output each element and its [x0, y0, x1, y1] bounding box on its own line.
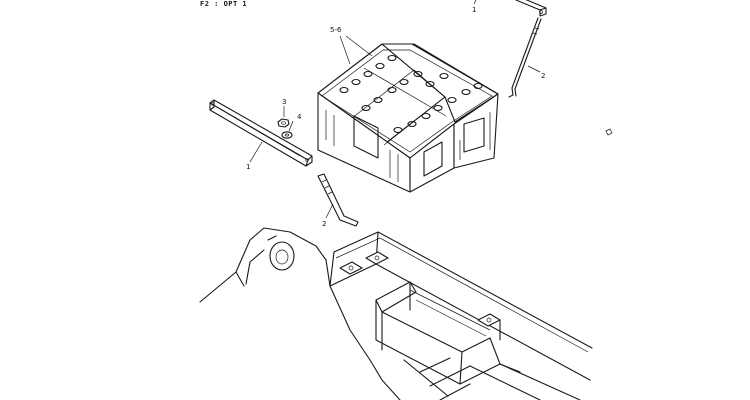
leader-bar-right [473, 0, 477, 5]
nut [277, 118, 290, 128]
leader-bar-left [249, 141, 263, 163]
washer [281, 131, 293, 139]
callout-bolt-left: 2 [322, 220, 327, 228]
leader-bolt-left [325, 203, 334, 219]
callout-nut: 3 [282, 98, 287, 106]
mount-pad-1 [339, 261, 363, 275]
callout-bar-right: 1 [472, 6, 477, 14]
leader-bolt-right [527, 65, 541, 73]
leader-washer [288, 120, 294, 132]
battery-label-left [353, 115, 379, 159]
callout-battery: 5-6 [330, 26, 342, 34]
battery-label-right [463, 117, 485, 153]
callout-washer: 4 [297, 113, 302, 121]
callout-bolt-right: 2 [541, 72, 546, 80]
j-bolt-right [508, 17, 542, 98]
reference-mark [605, 128, 613, 136]
battery-pair [317, 43, 499, 193]
leader-battery-a [339, 35, 351, 65]
hold-down-bar-right [515, 0, 547, 17]
callout-bar-left: 1 [246, 163, 251, 171]
machine-frame [199, 227, 593, 400]
terminal-caps [339, 54, 483, 134]
mount-pad-2 [365, 251, 389, 265]
leader-battery-b [345, 35, 373, 57]
option-code-label: F2 : OPT 1 [200, 0, 248, 8]
hold-down-bar-left [209, 99, 313, 167]
mount-pad-3 [477, 313, 501, 327]
battery-label-mid [423, 141, 443, 177]
j-bolt-left [317, 173, 359, 227]
